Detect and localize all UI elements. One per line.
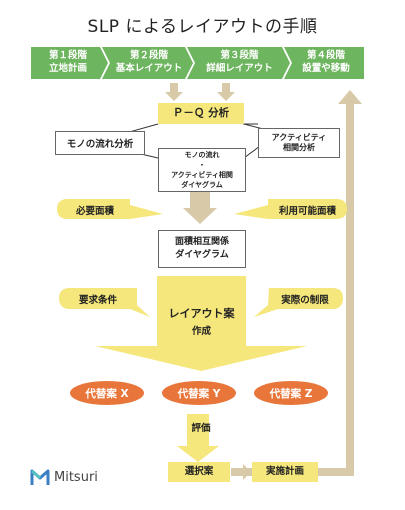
goods-flow-analysis-box: モノの流れ分析 [55, 131, 145, 155]
phase-1-chevron [31, 47, 108, 79]
down-arrow-phase2 [165, 83, 183, 101]
phase-1-label: 第１段階 立地計画 [48, 50, 87, 74]
alternative-x-label: 代替案 X [85, 387, 129, 400]
phase-2-chevron [102, 47, 193, 79]
alternative-y-label: 代替案 Y [177, 387, 221, 400]
logo-text: Mitsuri [54, 469, 98, 485]
logo-mark-icon [30, 469, 50, 485]
alternative-z-label: 代替案 Z [269, 387, 313, 400]
area-bubbles [57, 199, 347, 219]
required-area-bubble [57, 199, 163, 219]
phase-3-chevron [187, 47, 290, 79]
layout-plan-sub: 作成 [191, 326, 211, 337]
page-title: SLP によるレイアウトの手順 [87, 17, 318, 37]
area-diagram-label: 面積相互関係 ダイヤグラム [174, 237, 229, 260]
phase-4-label: 第４段階 設置や移動 [302, 50, 350, 74]
flow-activity-diagram-box: モノの流れ ・ アクティビティ相関 ダイヤグラム [158, 148, 246, 192]
activity-analysis-box: アクティビティ 相関分析 [258, 128, 340, 158]
alternative-z: 代替案 Z [254, 381, 328, 405]
alternative-x: 代替案 X [70, 381, 144, 405]
main-flow-arrow [95, 276, 307, 371]
area-diagram-box: 面積相互関係 ダイヤグラム [158, 230, 246, 268]
phase-down-arrows [165, 83, 235, 101]
implementation-box: 実施計画 [252, 462, 318, 482]
evaluation-down-arrow [177, 414, 219, 462]
constraints-bubble [254, 288, 343, 317]
activity-analysis-label: アクティビティ 相関分析 [271, 133, 327, 152]
selection-box: 選択案 [168, 462, 230, 482]
layout-plan-title: レイアウト案 [168, 307, 235, 320]
flow-activity-diagram-label: モノの流れ ・ アクティビティ相関 ダイヤグラム [171, 151, 233, 189]
actual-constraints-label: 実際の制限 [281, 295, 329, 306]
down-arrow-phase3 [217, 83, 235, 101]
requirements-label: 要求条件 [78, 295, 117, 306]
pq-down-arrow [183, 192, 217, 224]
phase-3-label: 第３段階 詳細レイアウト [206, 50, 273, 74]
pq-analysis-box: Ｐ－Ｑ 分析 [158, 103, 244, 124]
phase-4-chevron [284, 47, 364, 79]
requirements-bubble [59, 288, 150, 317]
phase-bar [31, 47, 364, 79]
logo: Mitsuri [30, 465, 120, 489]
alternative-y: 代替案 Y [162, 381, 236, 405]
evaluation-label: 評価 [191, 423, 211, 434]
phase-2-label: 第２段階 基本レイアウト [115, 50, 183, 74]
goods-flow-analysis-label: モノの流れ分析 [66, 139, 134, 150]
constraint-bubbles [59, 288, 343, 317]
selection-to-impl-arrow [231, 464, 251, 480]
required-area-label: 必要面積 [75, 206, 114, 217]
available-area-label: 利用可能面積 [278, 206, 336, 217]
available-area-bubble [234, 199, 347, 219]
